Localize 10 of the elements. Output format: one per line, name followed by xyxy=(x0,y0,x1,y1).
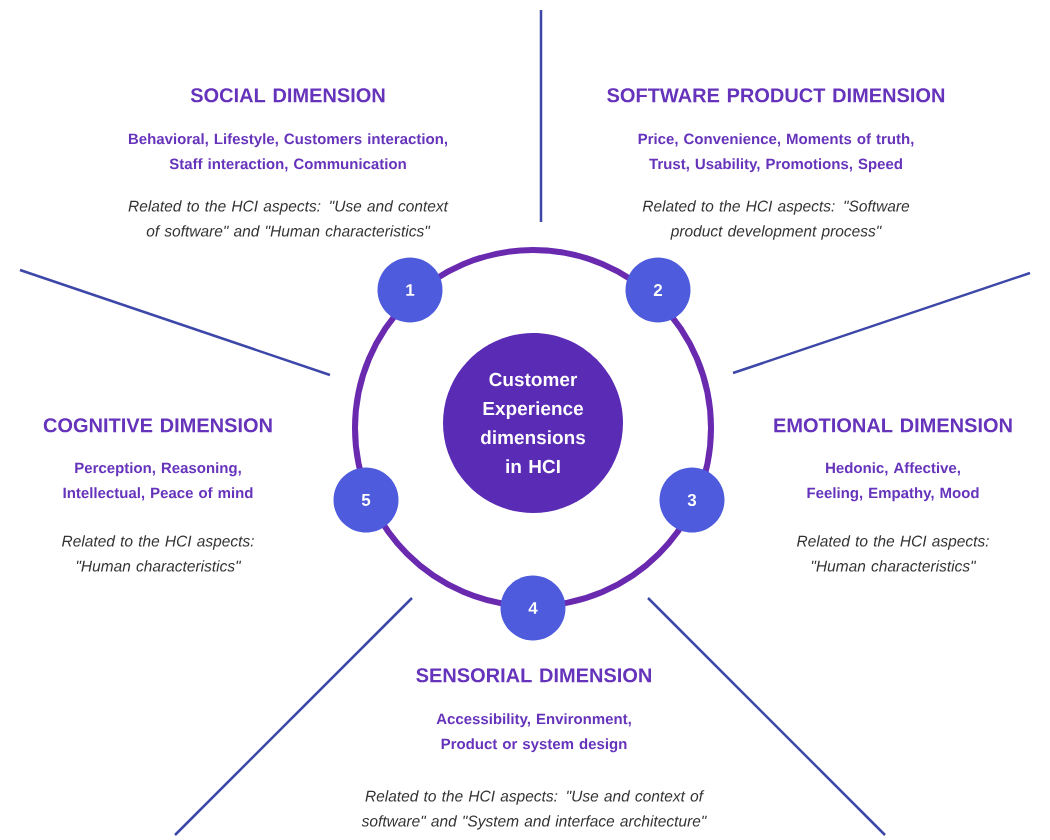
factor-list: Perception, Reasoning, Intellectual, Peace of mind xyxy=(63,462,253,501)
factor-list: Accessibility, Environment, Product or system design xyxy=(436,713,631,753)
dimension-heading: SOFTWARE PRODUCT DIMENSION xyxy=(607,88,945,103)
factor-list: Behavioral, Lifestyle, Customers interaction, Staff interaction, Communication xyxy=(128,133,448,172)
note-text: Related to the HCI aspects: "Human characteristics" xyxy=(797,535,989,572)
factor-list: Hedonic, Affective, Feeling, Empathy, Mood xyxy=(807,462,979,502)
factor-list: Price, Convenience, Moments of truth, Trust, Usability, Promotions, Speed xyxy=(638,133,914,173)
note-text: Related to the HCI aspects: "Use and context of software" and "System and interface architecture" xyxy=(361,790,707,830)
note-text: Related to the HCI aspects: "Human characteristics" xyxy=(62,535,254,572)
dimension-heading: SOCIAL DIMENSION xyxy=(190,88,385,103)
